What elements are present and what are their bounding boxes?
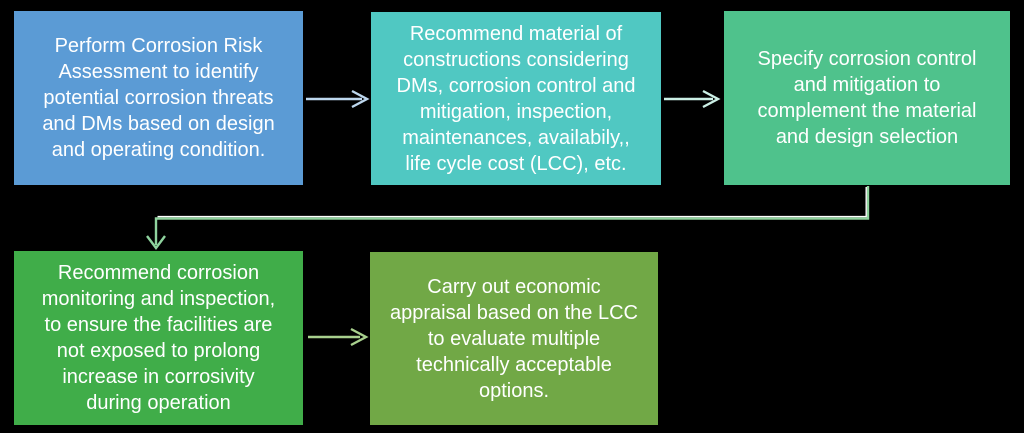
flowchart-box-carry-out-economic-appraisal: Carry out economic appraisal based on th…	[370, 252, 658, 425]
box-text-specify-corrosion-control: Specify corrosion control and mitigation…	[757, 48, 977, 148]
elbow-3-4-path	[154, 186, 870, 245]
box-text-carry-out-economic-appraisal: Carry out economic appraisal based on th…	[390, 275, 638, 402]
arrow-monitoring-to-appraisal	[308, 327, 369, 347]
flowchart-box-recommend-material-of-constructions: Recommend material of constructions cons…	[371, 12, 661, 185]
arrow-material-to-specify	[664, 89, 721, 109]
elbow-arrow-specify-to-monitoring	[146, 186, 870, 250]
arrow-4-5-head-icon	[350, 327, 369, 347]
elbow-3-4-head-icon	[146, 235, 166, 250]
flowchart-box-recommend-corrosion-monitoring: Recommend corrosion monitoring and inspe…	[14, 251, 303, 425]
box-text-recommend-material-of-constructions: Recommend material of constructions cons…	[396, 22, 636, 175]
arrow-risk-assessment-to-material	[306, 89, 370, 109]
elbow-3-4-highlight	[157, 187, 867, 218]
flowchart-box-specify-corrosion-control: Specify corrosion control and mitigation…	[724, 11, 1010, 185]
arrow-2-3-head-icon	[702, 89, 721, 109]
arrow-1-2-head-icon	[351, 89, 370, 109]
box-text-perform-corrosion-risk-assessment: Perform Corrosion Risk Assessment to ide…	[42, 35, 275, 161]
flowchart-box-perform-corrosion-risk-assessment: Perform Corrosion Risk Assessment to ide…	[14, 11, 303, 185]
box-text-recommend-corrosion-monitoring: Recommend corrosion monitoring and inspe…	[41, 262, 276, 414]
